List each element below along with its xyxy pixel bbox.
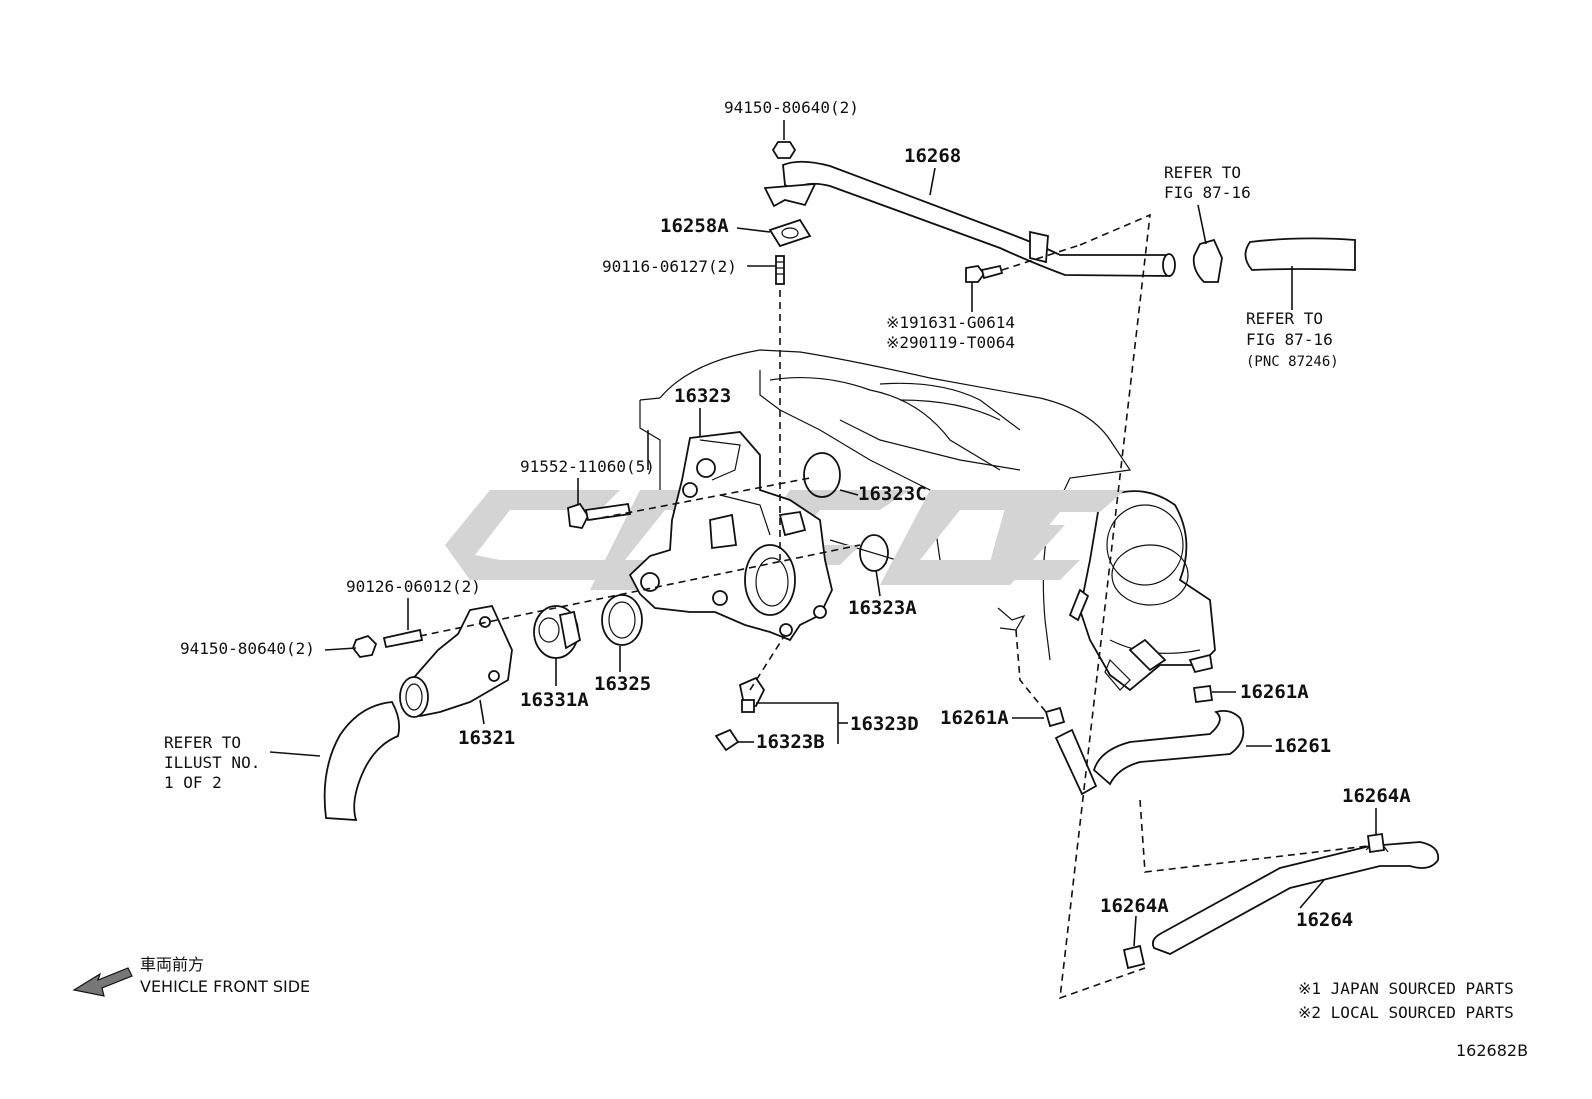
label-94150-top: 94150-80640(2) bbox=[724, 98, 859, 117]
label-16321: 16321 bbox=[458, 727, 515, 749]
label-refer-right-1: REFER TO bbox=[1246, 309, 1323, 328]
label-refer-illust-3: 1 OF 2 bbox=[164, 773, 222, 792]
part-labels: 94150-80640(2) 16268 16258A 90116-06127(… bbox=[164, 98, 1411, 931]
label-refer-right-2: FIG 87-16 bbox=[1246, 330, 1333, 349]
label-16264A-top: 16264A bbox=[1342, 785, 1411, 807]
clamp-16261A-left bbox=[1044, 706, 1066, 728]
source-notes: ※1 JAPAN SOURCED PARTS ※2 LOCAL SOURCED … bbox=[1298, 979, 1514, 1022]
clamp-16261A-right bbox=[1192, 684, 1214, 704]
label-refer-illust-2: ILLUST NO. bbox=[164, 753, 260, 772]
front-label-jp: 車両前方 bbox=[140, 955, 204, 974]
nut-top bbox=[771, 141, 797, 159]
label-16323A: 16323A bbox=[848, 597, 917, 619]
label-90126: 90126-06012(2) bbox=[346, 577, 481, 596]
label-16323D: 16323D bbox=[850, 713, 919, 735]
nut-left bbox=[351, 634, 378, 658]
label-refer-illust-1: REFER TO bbox=[164, 733, 241, 752]
figure-id: 162682B bbox=[1456, 1041, 1528, 1060]
bolt-191631 bbox=[965, 264, 1004, 283]
label-290119: ※290119-T0064 bbox=[886, 333, 1015, 352]
label-16323C: 16323C bbox=[858, 483, 927, 505]
label-94150-left: 94150-80640(2) bbox=[180, 639, 315, 658]
label-16261: 16261 bbox=[1274, 735, 1331, 757]
label-16331A: 16331A bbox=[520, 689, 589, 711]
thermostat bbox=[533, 605, 582, 659]
stud-90116 bbox=[775, 255, 785, 285]
label-16261A-left: 16261A bbox=[940, 707, 1009, 729]
radiator-hose-top bbox=[1244, 237, 1356, 271]
clamp-16264A-bottom bbox=[1122, 944, 1146, 970]
stud-90126 bbox=[382, 628, 424, 649]
bracket-small bbox=[997, 607, 1026, 631]
vehicle-front-indicator: 車両前方 VEHICLE FRONT SIDE bbox=[72, 955, 310, 997]
label-refer-top-2: FIG 87-16 bbox=[1164, 183, 1251, 202]
front-arrow-icon bbox=[72, 967, 133, 997]
fitting-16323D bbox=[738, 676, 766, 713]
label-16264: 16264 bbox=[1296, 909, 1353, 931]
gasket-16325 bbox=[601, 594, 643, 646]
hose-16264 bbox=[1151, 837, 1440, 955]
clamp-16264A-top bbox=[1366, 832, 1386, 854]
front-label-en: VEHICLE FRONT SIDE bbox=[140, 977, 310, 996]
leader-lines bbox=[269, 120, 1377, 947]
water-inlet-housing bbox=[628, 431, 833, 642]
label-16261A-right: 16261A bbox=[1240, 681, 1309, 703]
label-90116: 90116-06127(2) bbox=[602, 257, 737, 276]
o-ring-16323C bbox=[803, 452, 841, 498]
label-16323B: 16323B bbox=[756, 731, 825, 753]
radiator-hose-left bbox=[323, 701, 401, 821]
label-16258A: 16258A bbox=[660, 215, 729, 237]
plug-16323B bbox=[714, 728, 740, 752]
note-japan-sourced: ※1 JAPAN SOURCED PARTS bbox=[1298, 979, 1514, 998]
hose-16261 bbox=[1054, 709, 1245, 796]
label-16264A-bottom: 16264A bbox=[1100, 895, 1169, 917]
label-91552: 91552-11060(5) bbox=[520, 457, 655, 476]
label-16268: 16268 bbox=[904, 145, 961, 167]
assembly-lines bbox=[419, 213, 1369, 1000]
label-refer-top-1: REFER TO bbox=[1164, 163, 1241, 182]
hose-clamp-top bbox=[1192, 238, 1223, 283]
o-ring-16323A bbox=[859, 534, 889, 572]
label-16323: 16323 bbox=[674, 385, 731, 407]
bolt-91552 bbox=[567, 502, 632, 529]
label-16325: 16325 bbox=[594, 673, 651, 695]
bypass-pipe bbox=[763, 160, 1176, 277]
label-refer-right-3: (PNC 87246) bbox=[1246, 354, 1339, 370]
label-191631: ※191631-G0614 bbox=[886, 313, 1015, 332]
throttle-body bbox=[1068, 490, 1216, 692]
gasket-16258A bbox=[768, 218, 812, 248]
note-local-sourced: ※2 LOCAL SOURCED PARTS bbox=[1298, 1003, 1514, 1022]
water-inlet-16321 bbox=[399, 604, 513, 718]
